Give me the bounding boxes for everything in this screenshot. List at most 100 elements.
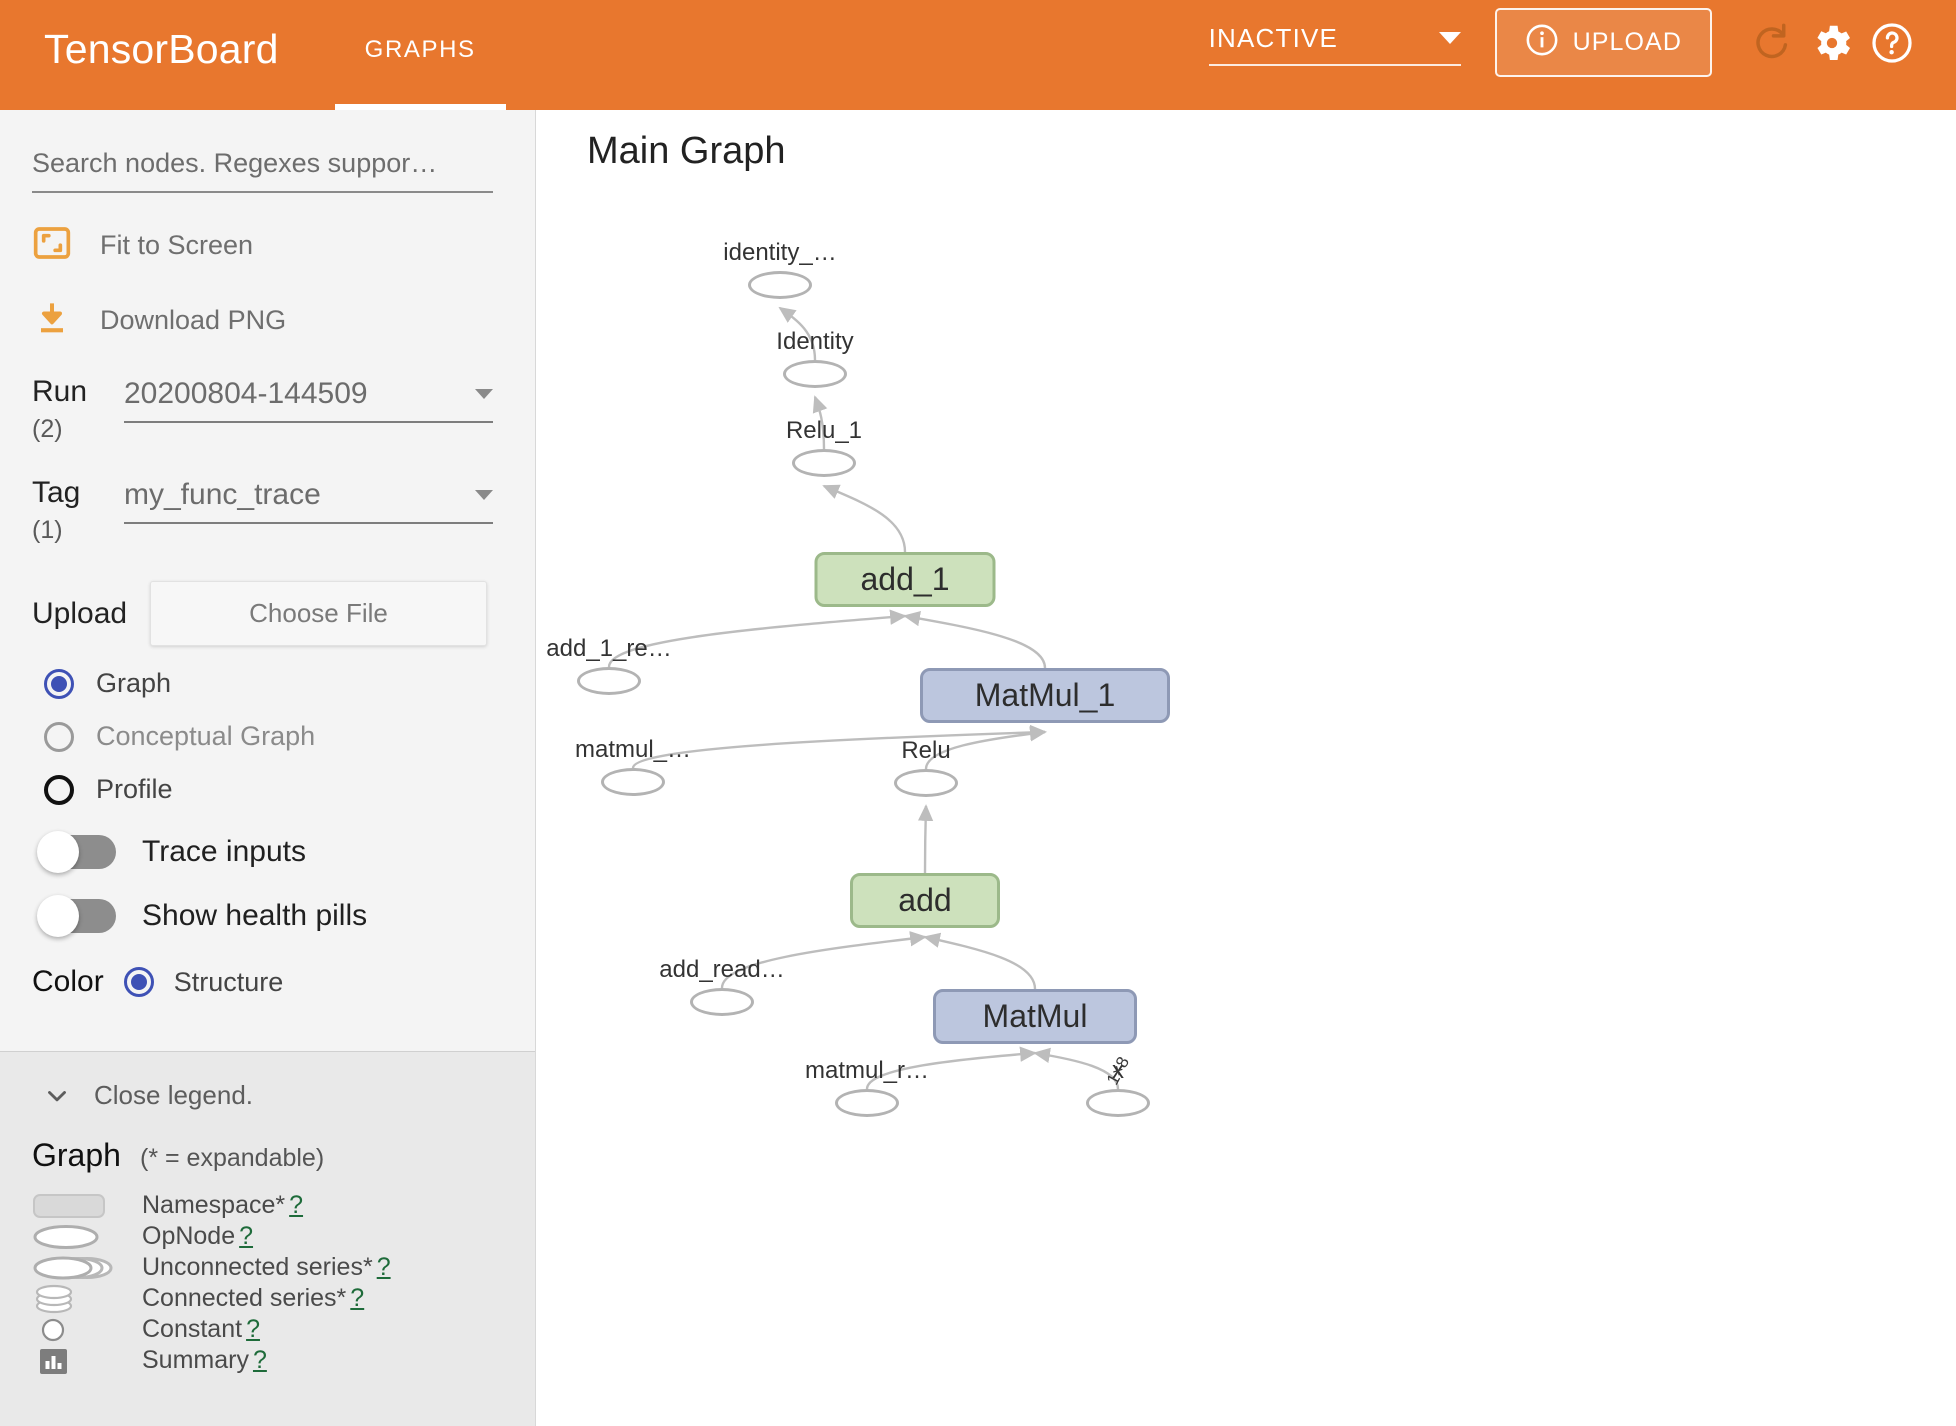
radio-structure-label: Structure bbox=[173, 966, 284, 997]
opnode-icon bbox=[32, 1223, 142, 1251]
upload-button[interactable]: UPLOAD bbox=[1494, 8, 1712, 77]
radio-profile[interactable]: Profile bbox=[44, 774, 535, 805]
run-select[interactable]: 20200804-144509 bbox=[124, 377, 493, 423]
graph-node-MatMul_1[interactable]: MatMul_1 bbox=[920, 668, 1170, 723]
connected-series-icon bbox=[32, 1284, 142, 1314]
graph-node-add_read[interactable] bbox=[690, 988, 754, 1016]
radio-structure-indicator[interactable] bbox=[123, 967, 154, 997]
graph-edges-layer bbox=[607, 306, 1120, 1090]
legend-panel: Close legend. Graph (* = expandable) Nam… bbox=[0, 1051, 535, 1426]
graph-edge-add_1-to-Relu_1 bbox=[822, 484, 907, 553]
legend-heading: Graph (* = expandable) bbox=[32, 1137, 535, 1174]
legend-label-connected-series: Connected series* bbox=[142, 1284, 347, 1312]
run-label: Run bbox=[32, 375, 88, 408]
node-label-x: x bbox=[1112, 1057, 1124, 1084]
fit-to-screen-icon bbox=[32, 223, 72, 268]
radio-conceptual-graph[interactable]: Conceptual Graph bbox=[44, 721, 535, 752]
legend-items: Namespace*? OpNode? bbox=[0, 1190, 535, 1376]
refresh-button[interactable] bbox=[1742, 13, 1802, 73]
graph-edge-add-to-Relu bbox=[917, 804, 934, 874]
legend-label-unconnected-series: Unconnected series* bbox=[142, 1253, 373, 1281]
legend-title: Graph bbox=[32, 1137, 121, 1173]
run-state-dropdown[interactable]: INACTIVE bbox=[1208, 19, 1461, 66]
choose-file-button[interactable]: Choose File bbox=[150, 581, 487, 646]
chevron-down-icon bbox=[1438, 31, 1461, 44]
toggle-trace-inputs-label: Trace inputs bbox=[142, 835, 306, 868]
graph-edge-add_1_read-to-add_1 bbox=[607, 609, 907, 668]
search-input[interactable] bbox=[32, 148, 493, 193]
legend-item-summary: Summary? bbox=[32, 1345, 535, 1376]
graph-node-identity_out[interactable] bbox=[748, 271, 812, 299]
settings-button[interactable] bbox=[1802, 13, 1862, 73]
graph-node-matmul_const[interactable] bbox=[601, 768, 665, 796]
tab-graphs[interactable]: GRAPHS bbox=[334, 0, 506, 110]
legend-help-namespace[interactable]: ? bbox=[289, 1191, 304, 1219]
graph-node-add[interactable]: add bbox=[850, 873, 1000, 928]
graph-node-add_1_read[interactable] bbox=[577, 667, 641, 695]
summary-icon bbox=[32, 1346, 142, 1376]
graph-edge-add_read-to-add bbox=[720, 931, 927, 989]
graph-node-MatMul[interactable]: MatMul bbox=[933, 989, 1137, 1044]
radio-profile-label: Profile bbox=[96, 774, 173, 804]
radio-graph-label: Graph bbox=[96, 668, 172, 698]
namespace-icon bbox=[32, 1192, 142, 1220]
graph-node-matmul_r[interactable] bbox=[835, 1089, 899, 1117]
graph-node-x[interactable] bbox=[1086, 1089, 1150, 1117]
legend-help-summary[interactable]: ? bbox=[252, 1346, 267, 1374]
radio-conceptual-graph-indicator bbox=[44, 721, 74, 752]
help-button[interactable] bbox=[1862, 13, 1922, 73]
legend-help-opnode[interactable]: ? bbox=[239, 1222, 254, 1250]
graph-title: Main Graph bbox=[587, 130, 786, 172]
legend-help-connected-series[interactable]: ? bbox=[350, 1284, 365, 1312]
unconnected-series-icon bbox=[32, 1254, 142, 1282]
upload-label: Upload bbox=[32, 596, 128, 630]
legend-label-namespace: Namespace* bbox=[142, 1191, 286, 1219]
toggle-trace-inputs[interactable]: Trace inputs bbox=[37, 831, 535, 873]
help-icon bbox=[1872, 22, 1912, 63]
toggle-health-pills-switch[interactable] bbox=[37, 895, 116, 937]
node-label-Relu: Relu bbox=[901, 737, 951, 764]
radio-graph[interactable]: Graph bbox=[44, 668, 535, 699]
node-label-identity_out: identity_… bbox=[723, 239, 837, 266]
graph-node-Identity[interactable] bbox=[783, 360, 847, 388]
tag-select-value: my_func_trace bbox=[124, 478, 321, 511]
search-container bbox=[32, 148, 493, 193]
tag-select[interactable]: my_func_trace bbox=[124, 478, 493, 524]
node-label-matmul_const: matmul_… bbox=[574, 736, 692, 763]
gear-icon bbox=[1817, 25, 1851, 60]
graph-edge-Identity-to-identity_out bbox=[778, 306, 817, 361]
radio-conceptual-graph-label: Conceptual Graph bbox=[96, 721, 316, 751]
close-legend-button[interactable]: Close legend. bbox=[42, 1080, 535, 1111]
refresh-icon bbox=[1756, 23, 1788, 58]
legend-label-constant: Constant bbox=[142, 1315, 243, 1343]
legend-help-constant[interactable]: ? bbox=[246, 1315, 260, 1343]
tag-field: Tag (1) my_func_trace bbox=[32, 478, 535, 545]
node-label-matmul_r: matmul_r… bbox=[804, 1057, 930, 1084]
node-label-add_1_read: add_1_re… bbox=[546, 635, 672, 662]
graph-node-Relu_1[interactable] bbox=[792, 449, 856, 477]
graph-node-add_1[interactable]: add_1 bbox=[814, 552, 996, 607]
graph-edge-x-to-MatMul bbox=[1033, 1047, 1120, 1090]
radio-profile-indicator bbox=[44, 774, 74, 805]
run-count: (2) bbox=[32, 415, 63, 443]
legend-item-opnode: OpNode? bbox=[32, 1221, 535, 1252]
toggle-health-pills[interactable]: Show health pills bbox=[37, 895, 535, 937]
graph-edge-Relu-to-MatMul_1 bbox=[924, 726, 1047, 770]
app-brand: TensorBoard bbox=[44, 26, 279, 72]
color-field: Color Structure bbox=[32, 965, 535, 999]
close-legend-label: Close legend. bbox=[94, 1080, 253, 1110]
legend-help-unconnected-series[interactable]: ? bbox=[376, 1253, 391, 1281]
upload-button-label: UPLOAD bbox=[1572, 28, 1682, 56]
fit-to-screen-button[interactable]: Fit to Screen bbox=[32, 223, 535, 268]
legend-item-connected-series: Connected series*? bbox=[32, 1283, 535, 1314]
toggle-trace-inputs-switch[interactable] bbox=[37, 831, 116, 873]
node-label-Relu_1: Relu_1 bbox=[785, 417, 863, 444]
download-png-button[interactable]: Download PNG bbox=[32, 298, 535, 343]
color-label: Color bbox=[32, 965, 104, 998]
graph-edge-matmul_const-to-MatMul_1 bbox=[631, 724, 1047, 769]
app-header: TensorBoard GRAPHS INACTIVE UPLOAD bbox=[0, 0, 1956, 110]
node-label-Identity: Identity bbox=[776, 328, 854, 355]
tag-label-block: Tag (1) bbox=[32, 478, 124, 545]
graph-node-Relu[interactable] bbox=[894, 769, 958, 797]
